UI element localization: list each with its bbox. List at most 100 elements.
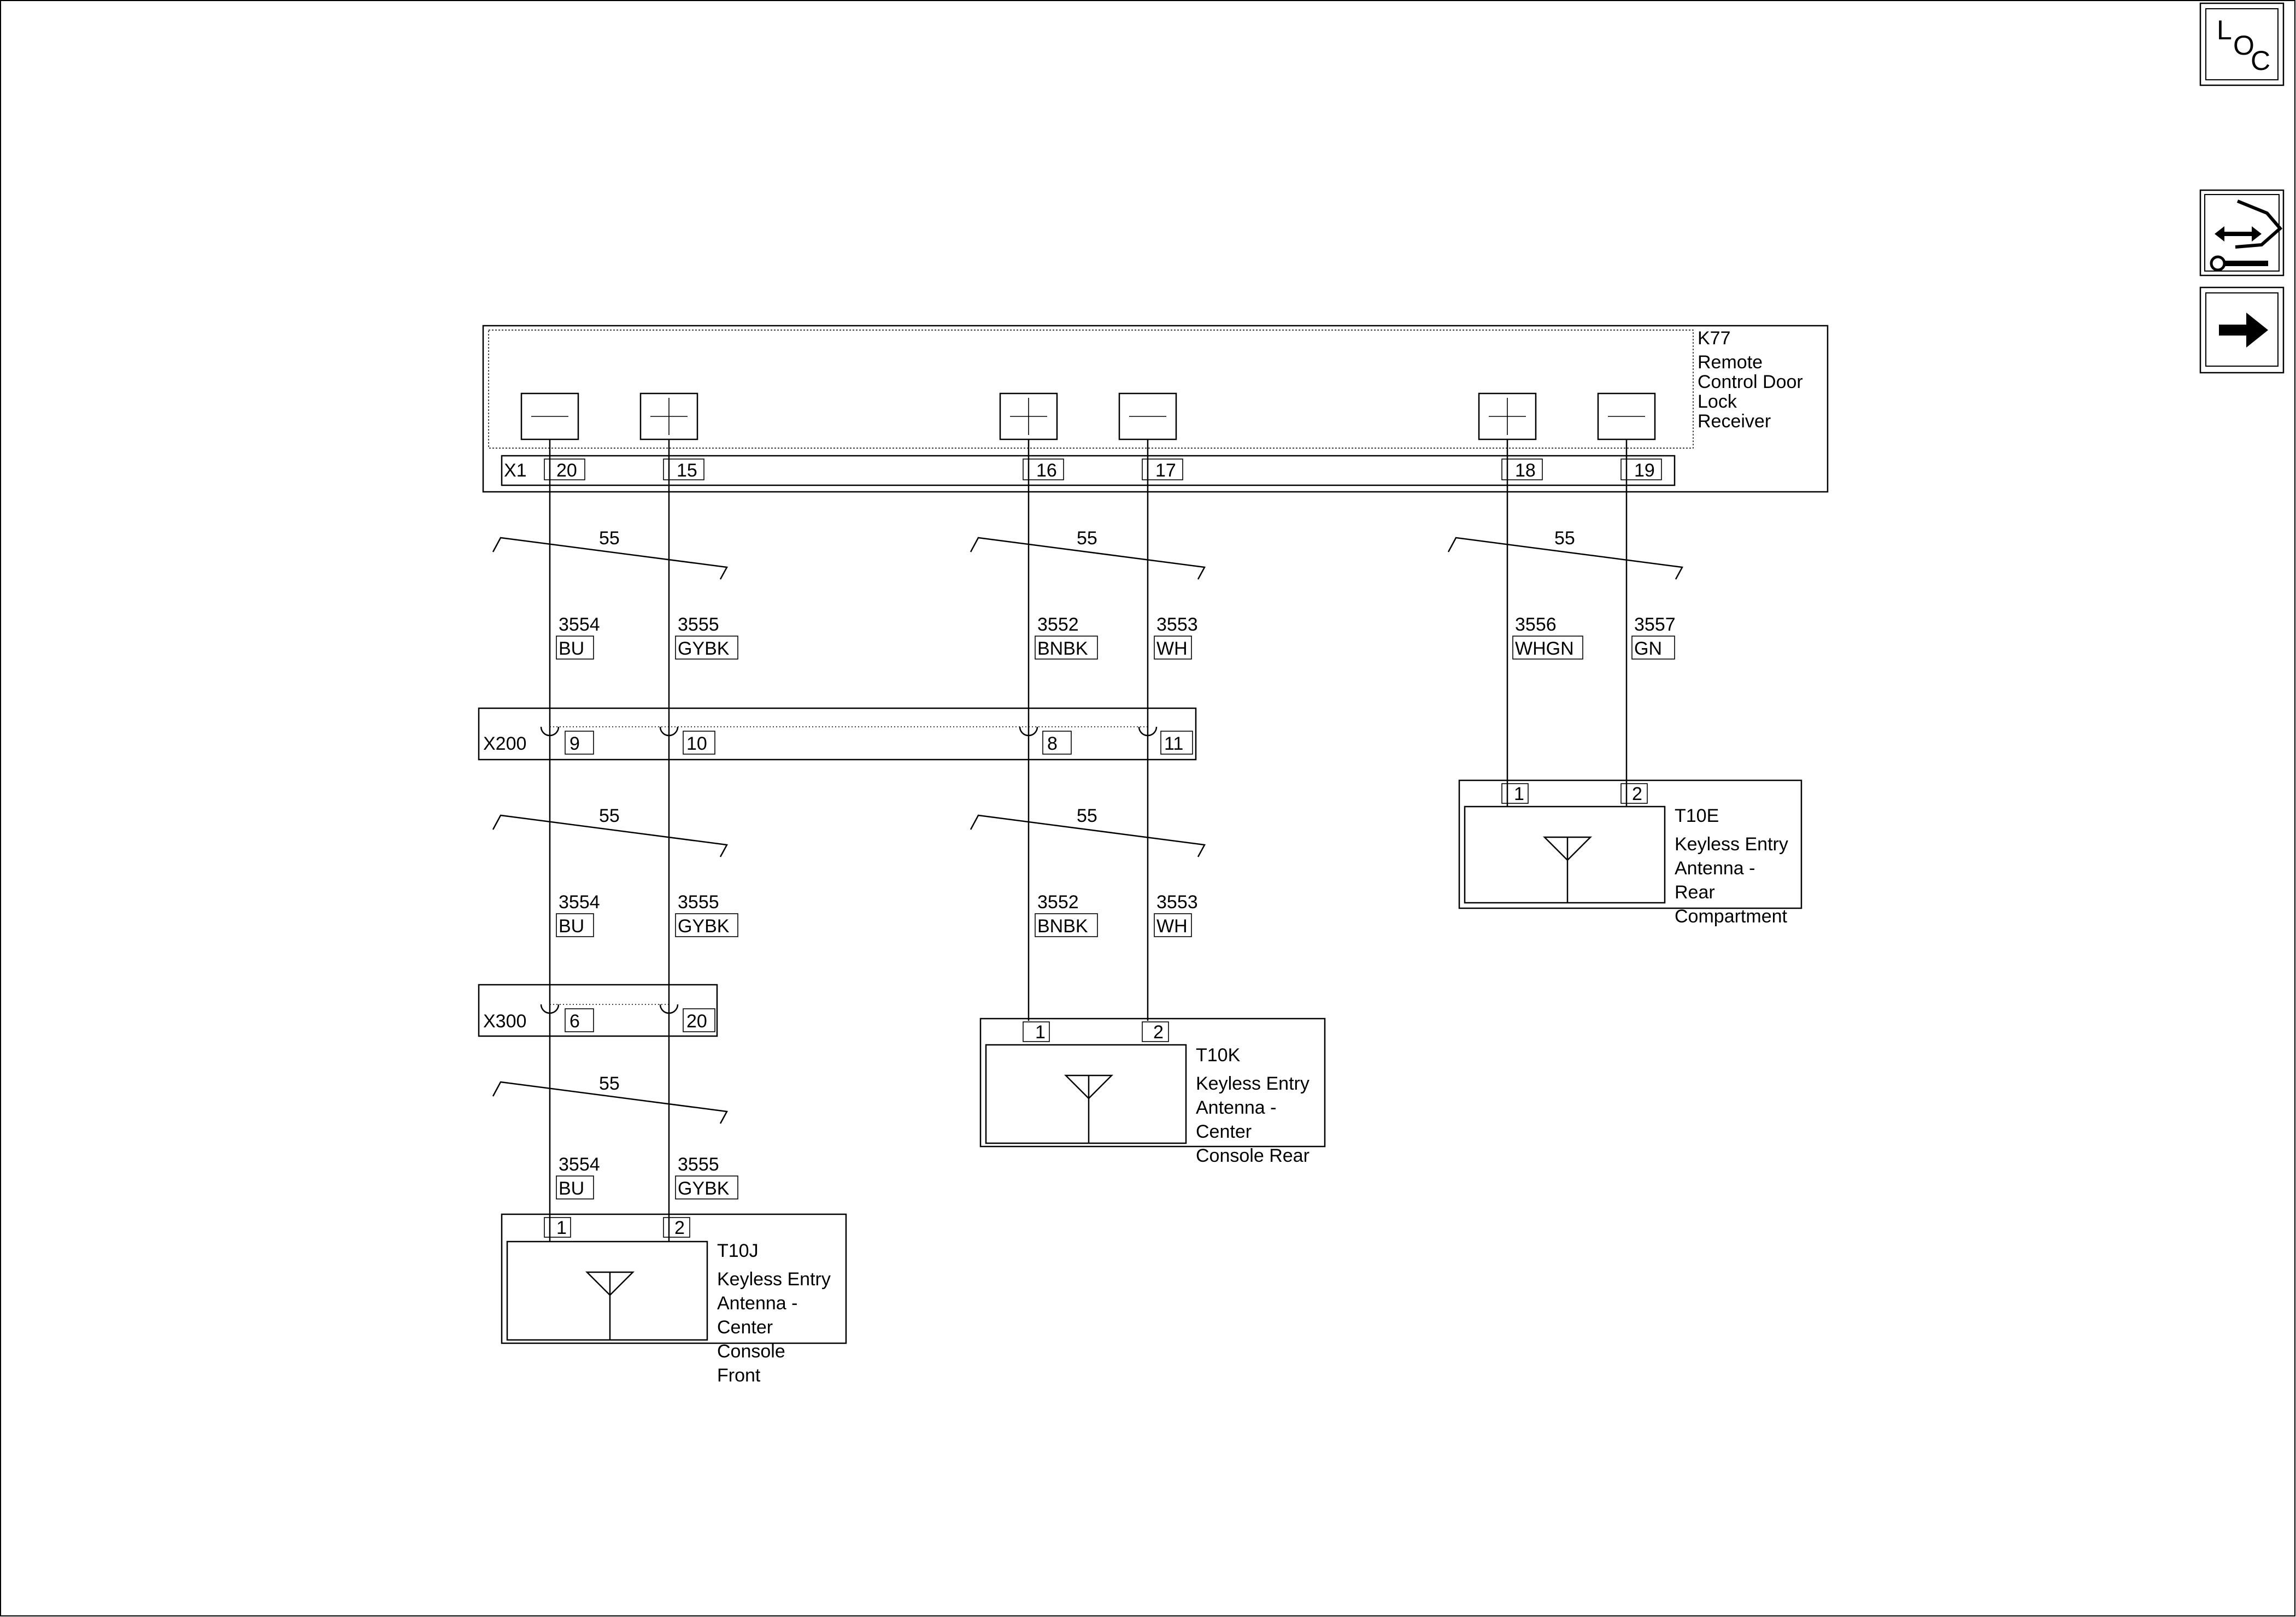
- next-page-arrow-icon[interactable]: [2199, 286, 2285, 374]
- t10k-name-line-2: Antenna -: [1196, 1097, 1276, 1118]
- svg-text:9: 9: [569, 733, 580, 754]
- connector-repair-icon[interactable]: [2199, 189, 2285, 277]
- svg-text:BNBK: BNBK: [1037, 916, 1088, 937]
- svg-text:3555: 3555: [678, 614, 719, 635]
- svg-text:BU: BU: [559, 638, 584, 659]
- svg-text:19: 19: [1634, 460, 1655, 481]
- svg-text:55: 55: [599, 805, 620, 826]
- svg-text:17: 17: [1155, 460, 1176, 481]
- svg-text:BU: BU: [559, 1178, 584, 1199]
- k77-terminal-19: [1597, 392, 1656, 440]
- svg-text:3553: 3553: [1156, 892, 1198, 913]
- svg-text:20: 20: [556, 460, 577, 481]
- svg-text:3553: 3553: [1156, 614, 1198, 635]
- k77-pin-17: 17: [1142, 458, 1183, 481]
- svg-text:3554: 3554: [559, 892, 600, 913]
- k77-name-line-4: Receiver: [1698, 411, 1771, 432]
- svg-text:6: 6: [569, 1011, 580, 1032]
- circuit-label-3557: 3557 GN: [1631, 614, 1676, 660]
- twist-mark-2: 55: [970, 528, 1206, 580]
- svg-text:3555: 3555: [678, 1154, 719, 1175]
- x300-label: X300: [483, 1011, 526, 1032]
- k77-name-line-3: Lock: [1698, 391, 1737, 412]
- svg-text:20: 20: [686, 1011, 707, 1032]
- svg-text:55: 55: [599, 528, 620, 549]
- x200-pin-11: 11: [1160, 731, 1193, 755]
- k77-connector-x1: X1: [504, 460, 527, 481]
- k77-terminal-18: [1478, 392, 1537, 440]
- t10j-name-line-4: Console: [717, 1341, 785, 1362]
- t10j-name-line-1: Keyless Entry: [717, 1269, 831, 1290]
- k77-name-line-1: Remote: [1698, 352, 1763, 373]
- t10k-id: T10K: [1196, 1045, 1241, 1066]
- circuit-label-3555-c: 3555 GYBK: [675, 1154, 738, 1199]
- k77-pin-18: 18: [1501, 458, 1543, 481]
- svg-text:10: 10: [686, 733, 707, 754]
- circuit-label-3552-b: 3552 BNBK: [1035, 892, 1098, 937]
- t10e-antenna: 1 2 T10E Keyless Entry Antenna - Rear Co…: [1458, 779, 1802, 927]
- svg-text:8: 8: [1047, 733, 1058, 754]
- svg-text:15: 15: [677, 460, 697, 481]
- twist-mark-5: 55: [970, 805, 1206, 857]
- loc-icon[interactable]: L O C: [2199, 2, 2285, 86]
- k77-module: X1 K77 Remote Control Door Lock Receiver: [482, 325, 1829, 493]
- svg-text:GYBK: GYBK: [678, 1178, 730, 1199]
- t10j-antenna: 1 2 T10J Keyless Entry Antenna - Center …: [501, 1213, 847, 1386]
- t10e-name-line-1: Keyless Entry: [1675, 834, 1788, 855]
- t10e-name-line-2: Antenna -: [1675, 858, 1755, 879]
- svg-text:GN: GN: [1634, 638, 1662, 659]
- svg-text:WH: WH: [1156, 916, 1188, 937]
- svg-text:WH: WH: [1156, 638, 1188, 659]
- t10j-name-line-5: Front: [717, 1365, 761, 1386]
- t10j-pin-2: 2: [674, 1218, 685, 1238]
- svg-text:55: 55: [1077, 528, 1097, 549]
- k77-terminal-16: [999, 392, 1058, 440]
- t10j-name-line-3: Center: [717, 1317, 773, 1338]
- svg-text:WHGN: WHGN: [1515, 638, 1574, 659]
- circuit-label-3553-b: 3553 WH: [1154, 892, 1198, 937]
- x200-pin-9: 9: [565, 731, 594, 755]
- k77-terminal-20: [520, 392, 579, 440]
- svg-text:GYBK: GYBK: [678, 638, 730, 659]
- t10k-name-line-1: Keyless Entry: [1196, 1073, 1310, 1094]
- t10j-name-line-2: Antenna -: [717, 1293, 797, 1314]
- k77-name-line-2: Control Door: [1698, 372, 1803, 392]
- loc-letter-o: O: [2233, 30, 2254, 61]
- loc-letter-l: L: [2217, 15, 2232, 45]
- x200-pin-8: 8: [1042, 731, 1072, 755]
- t10e-pin-1: 1: [1514, 784, 1524, 804]
- t10e-id: T10E: [1675, 805, 1719, 826]
- svg-text:55: 55: [1077, 805, 1097, 826]
- svg-text:11: 11: [1164, 733, 1183, 754]
- x300-connector: X300: [478, 984, 718, 1037]
- svg-text:BNBK: BNBK: [1037, 638, 1088, 659]
- t10k-name-line-3: Center: [1196, 1121, 1252, 1142]
- k77-pin-16: 16: [1023, 458, 1064, 481]
- svg-text:3554: 3554: [559, 614, 600, 635]
- circuit-label-3555-a: 3555 GYBK: [675, 614, 738, 660]
- twist-mark-6: 55: [492, 1073, 728, 1124]
- loc-letter-c: C: [2251, 45, 2270, 76]
- t10k-name-line-4: Console Rear: [1196, 1145, 1310, 1166]
- svg-text:3555: 3555: [678, 892, 719, 913]
- twist-mark-1: 55: [492, 528, 728, 580]
- circuit-label-3554-c: 3554 BU: [556, 1154, 600, 1199]
- svg-text:55: 55: [599, 1073, 620, 1094]
- t10j-id: T10J: [717, 1240, 759, 1261]
- k77-pin-15: 15: [663, 458, 704, 481]
- x200-pin-10: 10: [683, 731, 715, 755]
- k77-pin-20: 20: [544, 458, 585, 481]
- svg-text:55: 55: [1554, 528, 1575, 549]
- circuit-label-3554-a: 3554 BU: [556, 614, 600, 660]
- circuit-label-3555-b: 3555 GYBK: [675, 892, 738, 937]
- x300-pin-6: 6: [565, 1008, 594, 1032]
- t10e-name-line-3: Rear: [1675, 882, 1715, 903]
- circuit-label-3552-a: 3552 BNBK: [1035, 614, 1098, 660]
- circuit-label-3553-a: 3553 WH: [1154, 614, 1198, 660]
- svg-text:18: 18: [1515, 460, 1536, 481]
- t10k-pin-2: 2: [1153, 1022, 1164, 1043]
- x300-pin-20: 20: [683, 1008, 715, 1032]
- t10j-pin-1: 1: [556, 1218, 567, 1238]
- svg-text:16: 16: [1036, 460, 1057, 481]
